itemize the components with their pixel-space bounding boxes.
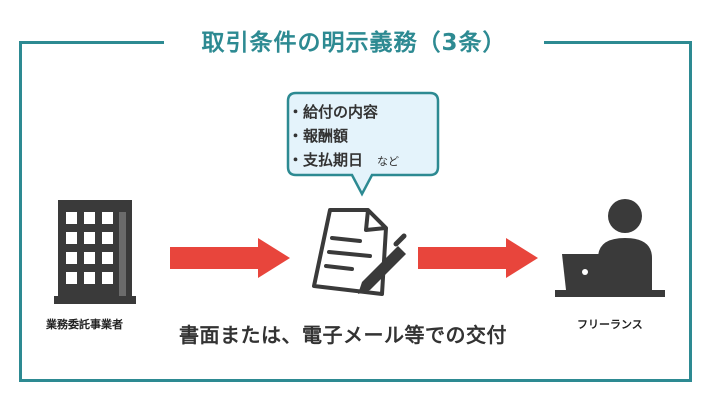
bubble-item-fee: ・報酬額 [288,127,349,145]
document-pen-icon [312,208,407,296]
arrow-right-2 [418,238,538,278]
bubble-suffix: など [377,155,400,168]
bubble-list: ・給付の内容 ・報酬額 ・支払期日など [288,100,438,174]
freelance-label: フリーランス [577,318,643,331]
diagram-title: 取引条件の明示義務（3条） [164,24,544,62]
freelancer-laptop-icon [555,199,665,297]
building-icon [54,200,136,304]
bubble-item-content: ・給付の内容 [288,103,379,121]
delivery-method-label: 書面または、電子メール等での交付 [179,323,507,347]
arrow-right-1 [170,238,290,278]
client-label: 業務委託事業者 [46,318,123,331]
bubble-item-payment-date: ・支払期日 [288,151,364,169]
